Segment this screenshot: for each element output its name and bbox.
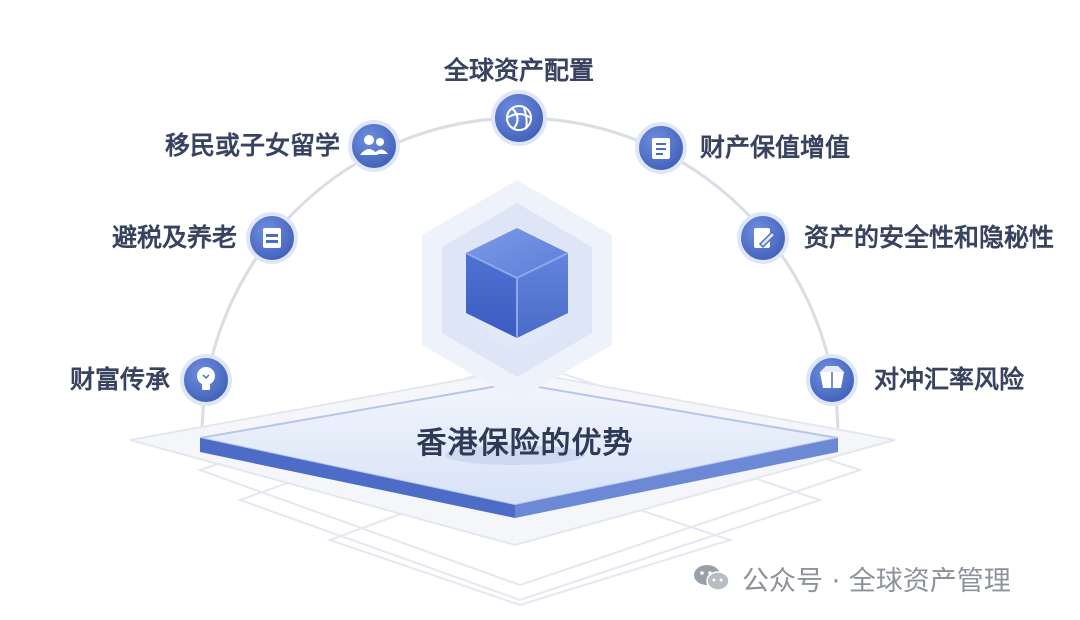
edit-document-icon (754, 228, 777, 249)
wechat-icon (694, 565, 730, 591)
label-global: 全球资产配置 (443, 56, 594, 85)
box-icon (820, 366, 844, 388)
document-icon (652, 138, 670, 159)
node-preserve (635, 122, 687, 174)
watermark: 公众号 · 全球资产管理 (692, 560, 1011, 597)
node-inherit (180, 354, 232, 406)
node-fx (806, 354, 858, 406)
watermark-text: 公众号 · 全球资产管理 (742, 565, 1011, 597)
calendar-icon (263, 228, 281, 248)
users-icon (360, 135, 388, 155)
node-global (491, 90, 547, 146)
label-security: 资产的安全性和隐秘性 (804, 223, 1055, 252)
platform-title: 香港保险的优势 (416, 426, 634, 461)
node-security (737, 212, 789, 264)
platform (129, 368, 896, 547)
label-fx: 对冲汇率风险 (874, 365, 1025, 394)
cube-icon (465, 228, 569, 338)
label-inherit: 财富传承 (69, 365, 170, 394)
node-immigration (348, 120, 400, 172)
lightbulb-icon (197, 367, 215, 390)
globe-icon (506, 105, 532, 131)
label-preserve: 财产保值增值 (700, 133, 851, 162)
label-tax: 避税及养老 (111, 223, 237, 252)
label-immigration: 移民或子女留学 (164, 131, 340, 160)
node-tax (246, 212, 298, 264)
